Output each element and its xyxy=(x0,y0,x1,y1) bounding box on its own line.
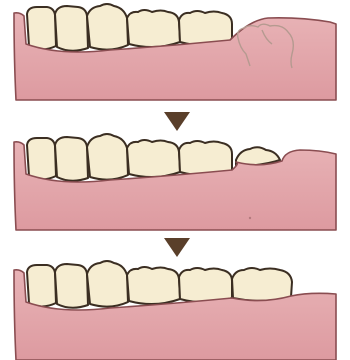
down-arrow-1 xyxy=(164,112,190,131)
tooth-3 xyxy=(87,134,128,180)
panel-impacted xyxy=(14,4,336,100)
tooth-1 xyxy=(27,7,56,50)
tooth-6-erupted xyxy=(232,268,292,301)
tooth-4 xyxy=(127,267,180,304)
tooth-4 xyxy=(127,10,180,47)
tooth-3 xyxy=(87,261,128,307)
down-arrow-2 xyxy=(164,238,190,257)
tooth-1 xyxy=(27,138,56,180)
panel-erupted xyxy=(14,261,336,360)
tooth-1 xyxy=(27,265,56,307)
panel-erupting xyxy=(14,134,336,230)
gum-speck xyxy=(249,217,251,219)
tooth-3 xyxy=(87,4,128,50)
tooth-2 xyxy=(55,6,88,51)
tooth-5 xyxy=(179,268,232,302)
tooth-2 xyxy=(55,264,88,308)
tooth-2 xyxy=(55,137,88,181)
tooth-4 xyxy=(127,140,180,177)
